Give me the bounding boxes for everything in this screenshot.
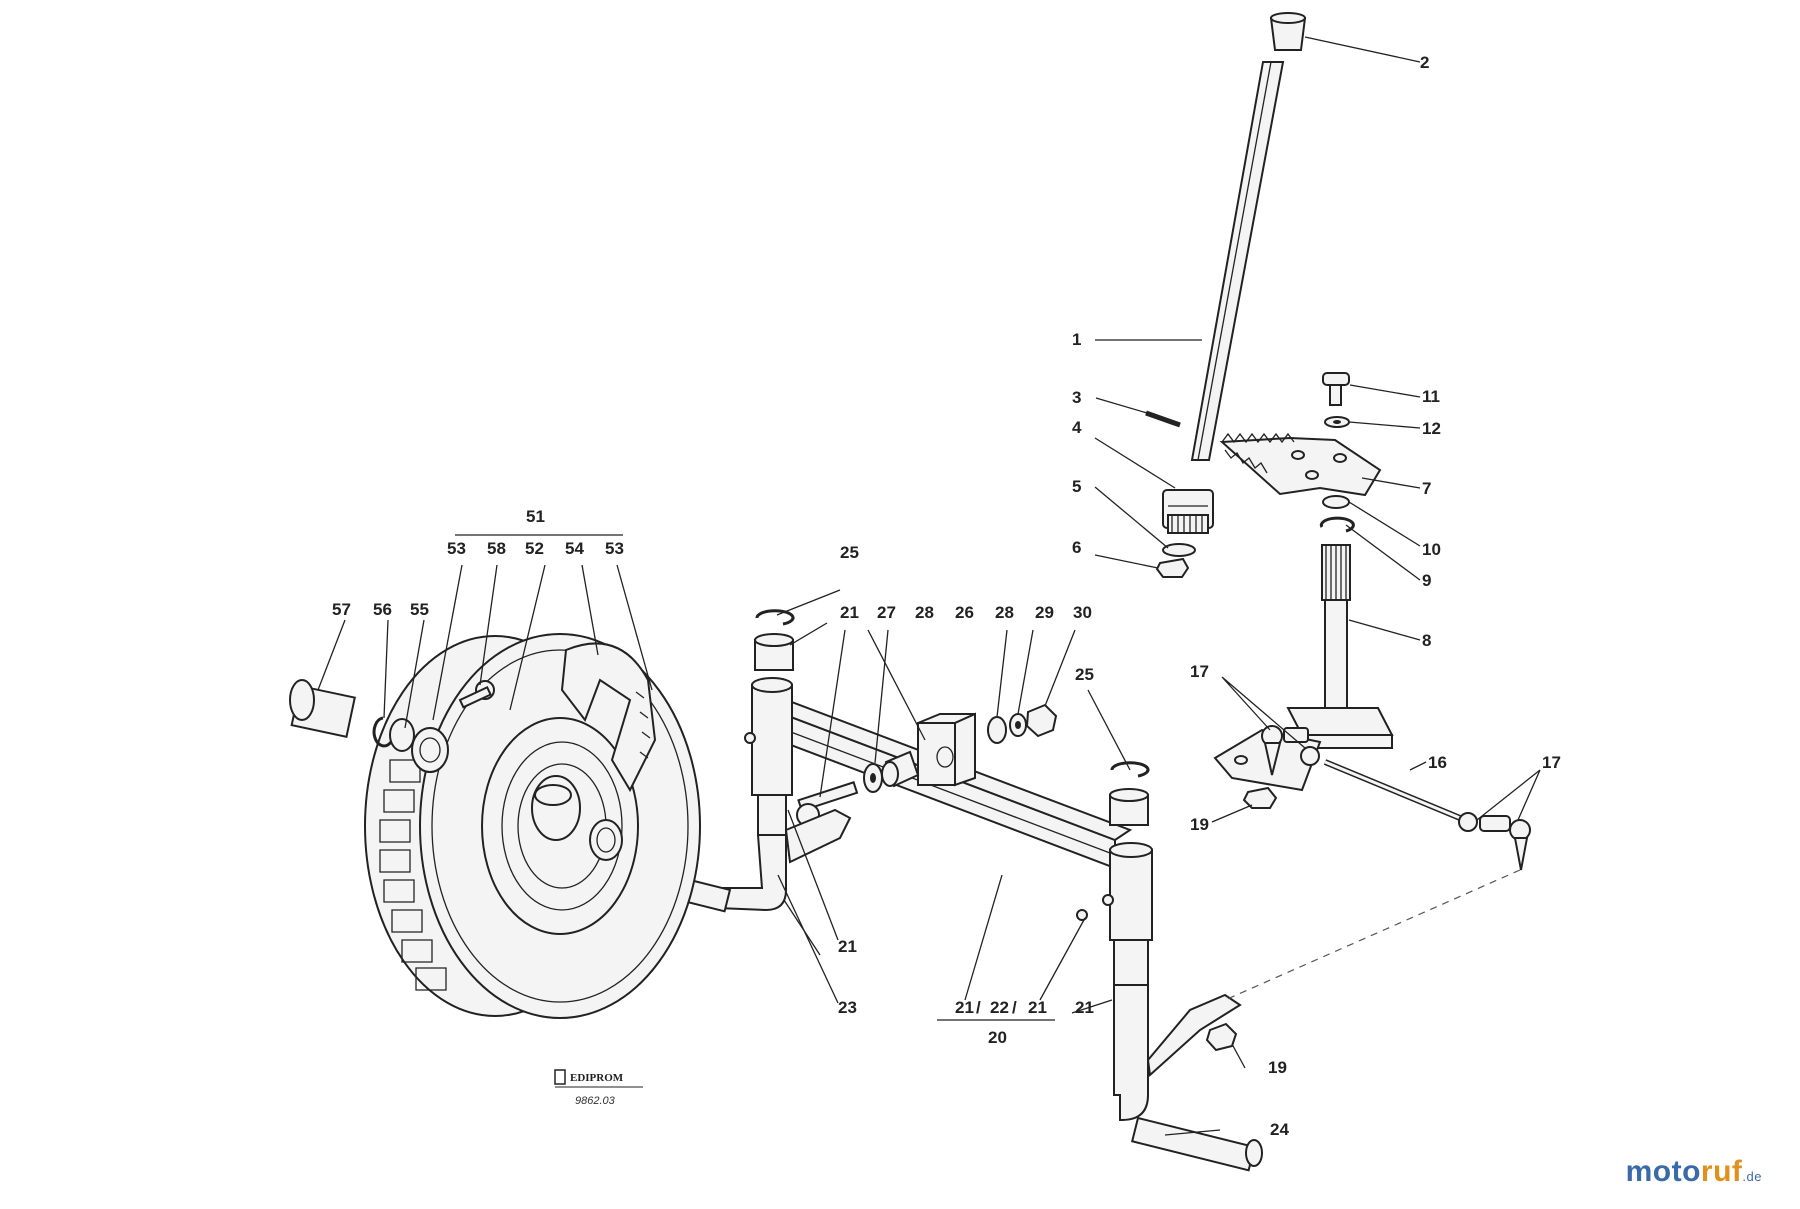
tread-cutaway-part (560, 642, 657, 793)
label-21e: 21 (1075, 998, 1094, 1017)
washer-29-part (1009, 713, 1027, 737)
stub-axle-right-part (1113, 939, 1263, 1172)
ball-joint-17a-part (1261, 725, 1309, 776)
steering-shaft-part (1190, 61, 1285, 461)
axle-bracket-part (917, 712, 976, 787)
pinion-gear-part (1162, 489, 1214, 534)
circlip-25-right-part (1110, 761, 1150, 778)
washer-28-right-part (987, 716, 1007, 744)
label-27: 27 (877, 603, 896, 622)
label-21a: 21 (840, 603, 859, 622)
nut-17a-part (1300, 746, 1320, 766)
label-1: 1 (1072, 330, 1081, 349)
pivot-tube-right-part (1076, 842, 1153, 941)
label-53a: 53 (447, 539, 466, 558)
linkage-dash-line (1224, 869, 1521, 1001)
bushing-21-top-left-part (754, 633, 794, 671)
label-9: 9 (1422, 571, 1431, 590)
drawing-reference: 9862.03 (575, 1095, 616, 1107)
label-25b: 25 (1075, 665, 1094, 684)
hub-cap-57-part (289, 679, 356, 738)
label-26: 26 (955, 603, 974, 622)
label-51: 51 (526, 507, 545, 526)
bushing-21-top-right-part (1109, 788, 1149, 826)
label-52: 52 (525, 539, 544, 558)
label-21b: 21 (838, 937, 857, 956)
circlip-25-left-part (755, 609, 795, 626)
label-10: 10 (1422, 540, 1441, 559)
stub-axle-left-part (655, 794, 852, 913)
label-21c: 21 (955, 998, 974, 1017)
hub-part (531, 775, 581, 841)
washer-28-left-part (863, 763, 883, 793)
label-28b: 28 (995, 603, 1014, 622)
label-53b: 53 (605, 539, 624, 558)
label-56: 56 (373, 600, 392, 619)
washer-5-part (1162, 543, 1196, 557)
publisher-name: EDIPROM (570, 1072, 624, 1084)
washer-12-part (1324, 416, 1350, 428)
grease-nipple-part (458, 680, 495, 709)
label-8: 8 (1422, 631, 1431, 650)
nut-19a-part (1242, 786, 1278, 809)
label-24: 24 (1270, 1120, 1289, 1139)
part-labels: 2 1 3 4 5 6 11 12 7 10 9 8 16 17 17 19 1… (332, 53, 1561, 1139)
label-55: 55 (410, 600, 429, 619)
nut-30-part (1025, 703, 1058, 738)
leader-lines (317, 36, 1541, 1136)
spacer-26-part (881, 750, 920, 788)
label-16: 16 (1428, 753, 1447, 772)
label-22: 22 (990, 998, 1009, 1017)
label-2: 2 (1420, 53, 1429, 72)
sector-gear-part (1219, 432, 1382, 497)
steering-arm-part (1213, 728, 1322, 792)
motoruf-watermark: motoruf.de (1626, 1155, 1762, 1189)
label-5: 5 (1072, 477, 1081, 496)
bushing-top-part (1269, 12, 1307, 51)
label-sep1: / (976, 998, 981, 1017)
watermark-part1: moto (1625, 1155, 1701, 1188)
label-20: 20 (988, 1028, 1007, 1047)
nut-6-part (1155, 557, 1190, 578)
label-19a: 19 (1190, 815, 1209, 834)
label-25a: 25 (840, 543, 859, 562)
roll-pin-part (1145, 410, 1181, 428)
label-28a: 28 (915, 603, 934, 622)
publisher-stamp: EDIPROM 9862.03 (554, 1069, 643, 1107)
label-57: 57 (332, 600, 351, 619)
label-30: 30 (1073, 603, 1092, 622)
label-58: 58 (487, 539, 506, 558)
label-19b: 19 (1268, 1058, 1287, 1077)
steering-spindle-part (1286, 544, 1394, 749)
tie-rod-part (1323, 759, 1462, 821)
valve-stem-part (589, 819, 623, 861)
bearing-55-part (411, 727, 449, 773)
watermark-tld: .de (1742, 1169, 1762, 1184)
label-17a: 17 (1190, 662, 1209, 681)
washer-10-part (1322, 495, 1350, 509)
label-29: 29 (1035, 603, 1054, 622)
label-7: 7 (1422, 479, 1431, 498)
label-23: 23 (838, 998, 857, 1017)
nut-19b-part (1205, 1022, 1238, 1052)
bolt-11-part (1322, 372, 1350, 406)
label-17b: 17 (1542, 753, 1561, 772)
label-54: 54 (565, 539, 584, 558)
label-21d: 21 (1028, 998, 1047, 1017)
watermark-part2: ruf (1700, 1155, 1743, 1188)
label-11: 11 (1422, 387, 1440, 406)
label-6: 6 (1072, 538, 1081, 557)
pivot-tube-left-part (744, 677, 793, 796)
label-3: 3 (1072, 388, 1081, 407)
publisher-logo-icon (554, 1069, 566, 1085)
label-sep2: / (1012, 998, 1017, 1017)
washer-56-part (389, 718, 415, 752)
ball-joint-17b-part (1458, 812, 1531, 871)
circlip-57-part (372, 716, 393, 748)
label-12: 12 (1422, 419, 1441, 438)
label-4: 4 (1072, 418, 1082, 437)
circlip-9-part (1319, 516, 1355, 533)
